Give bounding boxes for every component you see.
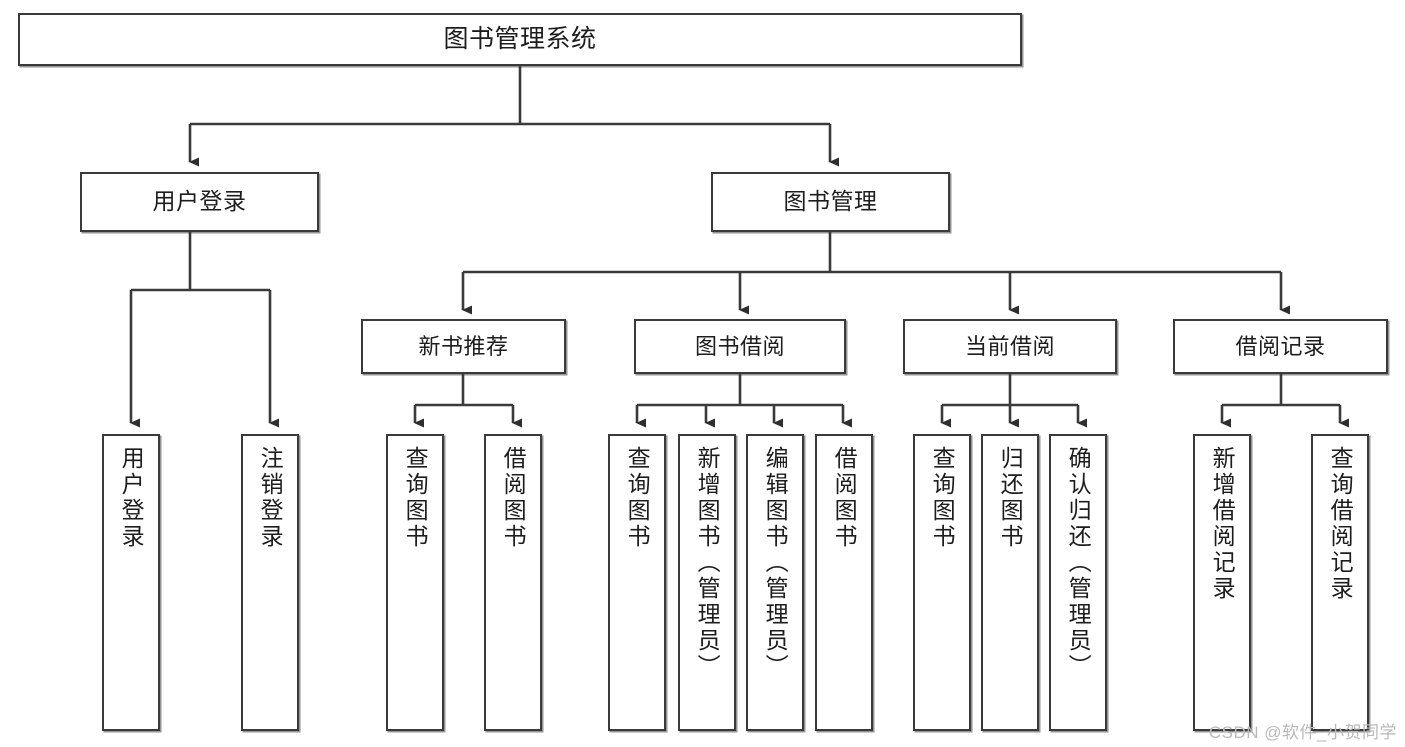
- node-current-borrow[interactable]: 当前借阅: [903, 319, 1117, 374]
- watermark-text: CSDN @软件_小贺同学: [1208, 723, 1397, 742]
- leaf-query-book-borrow[interactable]: 查询图书: [608, 434, 666, 731]
- node-root-book-management-system[interactable]: 图书管理系统: [18, 13, 1022, 66]
- node-label: 注销登录: [257, 446, 284, 550]
- leaf-logout-login[interactable]: 注销登录: [241, 434, 299, 731]
- leaf-add-borrow-record[interactable]: 新增借阅记录: [1193, 434, 1251, 731]
- node-new-book-recommend[interactable]: 新书推荐: [361, 319, 566, 374]
- node-label: 当前借阅: [964, 333, 1055, 359]
- node-label: 用户登录: [152, 188, 247, 215]
- leaf-confirm-return-admin[interactable]: 确认归还（管理员）: [1049, 434, 1107, 731]
- node-book-borrow[interactable]: 图书借阅: [634, 319, 846, 374]
- node-label: 新书推荐: [418, 333, 509, 359]
- leaf-query-book-recommend[interactable]: 查询图书: [386, 434, 444, 731]
- node-label: 借阅记录: [1235, 333, 1326, 359]
- leaf-add-book-admin[interactable]: 新增图书（管理员）: [678, 434, 736, 731]
- node-label: 图书管理系统: [443, 24, 597, 53]
- leaf-edit-book-admin[interactable]: 编辑图书（管理员）: [746, 434, 804, 731]
- node-label: 新增借阅记录: [1209, 446, 1236, 602]
- node-label: 归还图书: [997, 446, 1024, 550]
- node-label: 确认归还（管理员）: [1065, 446, 1092, 680]
- node-label: 借阅图书: [831, 446, 858, 550]
- node-label: 编辑图书（管理员）: [762, 446, 789, 680]
- node-label: 图书管理: [783, 188, 878, 215]
- node-user-login[interactable]: 用户登录: [80, 172, 319, 232]
- node-label: 查询图书: [929, 446, 956, 550]
- node-label: 借阅图书: [500, 446, 527, 550]
- node-label: 图书借阅: [694, 333, 785, 359]
- node-book-management[interactable]: 图书管理: [711, 172, 950, 232]
- leaf-query-book-current[interactable]: 查询图书: [913, 434, 971, 731]
- node-label: 查询借阅记录: [1327, 446, 1354, 602]
- leaf-borrow-book-recommend[interactable]: 借阅图书: [484, 434, 542, 731]
- node-label: 查询图书: [402, 446, 429, 550]
- node-borrow-record[interactable]: 借阅记录: [1173, 319, 1388, 374]
- leaf-query-borrow-record[interactable]: 查询借阅记录: [1311, 434, 1369, 731]
- leaf-borrow-book[interactable]: 借阅图书: [815, 434, 873, 731]
- node-label: 新增图书（管理员）: [694, 446, 721, 680]
- node-label: 查询图书: [624, 446, 651, 550]
- leaf-user-login[interactable]: 用户登录: [102, 434, 160, 731]
- node-label: 用户登录: [118, 446, 145, 550]
- leaf-return-book[interactable]: 归还图书: [981, 434, 1039, 731]
